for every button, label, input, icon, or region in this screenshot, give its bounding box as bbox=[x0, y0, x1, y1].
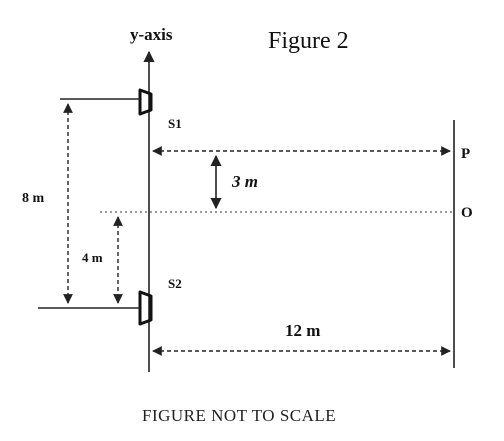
point-p-label: P bbox=[461, 146, 470, 162]
s1-label: S1 bbox=[168, 116, 182, 131]
s2-label: S2 bbox=[168, 276, 182, 291]
s1-speaker-icon bbox=[138, 88, 153, 116]
s2-speaker-icon bbox=[138, 290, 153, 326]
figure-title: Figure 2 bbox=[268, 28, 349, 54]
o-to-p-label: 3 m bbox=[231, 172, 258, 191]
sources-separation-label: 8 m bbox=[22, 191, 45, 206]
screen-distance-label: 12 m bbox=[285, 321, 320, 340]
caption: FIGURE NOT TO SCALE bbox=[142, 406, 336, 425]
s2-to-center-label: 4 m bbox=[82, 250, 103, 265]
point-o-label: O bbox=[461, 205, 473, 221]
y-axis-label: y-axis bbox=[130, 25, 173, 44]
